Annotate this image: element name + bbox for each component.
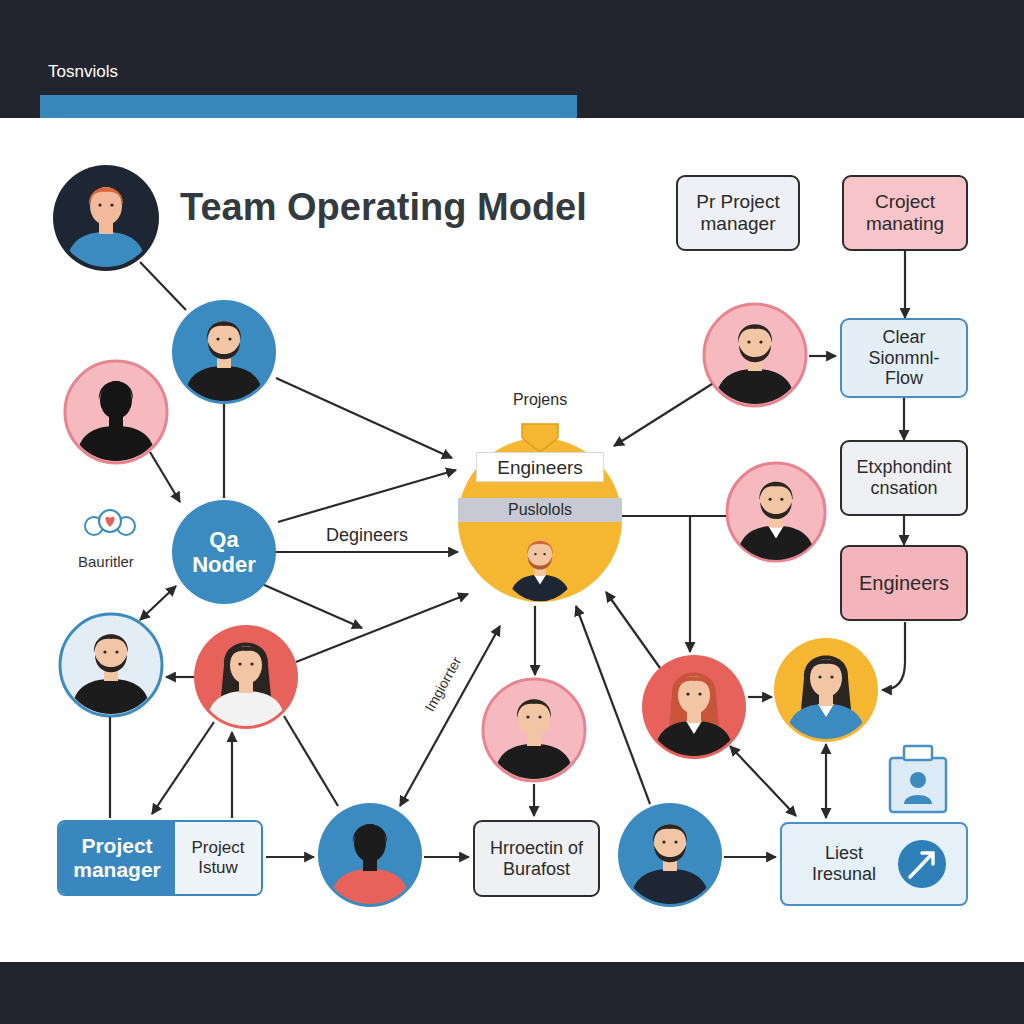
hub-node: ProjensEngineersPuslolols — [458, 420, 622, 616]
hub-label: Projens — [458, 390, 622, 410]
box-label: Etxphondint cnsation — [850, 457, 958, 498]
box-label: Project manager — [65, 834, 169, 882]
connector — [904, 251, 906, 318]
box-label: Clear Sionmnl- Flow — [850, 327, 958, 389]
cloud-icon — [85, 510, 135, 535]
text-label: Tosnviols — [48, 62, 118, 82]
process-box: Project manager Project Istuw — [57, 820, 263, 896]
hub-label: Puslolols — [458, 498, 622, 522]
circle-fill — [172, 500, 276, 604]
box-label: Engineers — [859, 572, 949, 595]
process-box: Etxphondint cnsation — [840, 440, 968, 516]
connector — [276, 551, 458, 553]
process-box: Pr Project manager — [676, 175, 800, 251]
box-label: Pr Project manager — [686, 191, 790, 235]
process-box: Clear Sionmnl- Flow — [840, 318, 968, 398]
circle-label: Qa Noder — [182, 527, 266, 578]
box-label: Croject manating — [852, 191, 958, 235]
process-box: Liest Iresunal — [780, 822, 968, 906]
hub-tab — [522, 424, 558, 452]
connector — [903, 398, 905, 440]
box-label: Hrroectin of Burafost — [483, 838, 590, 879]
connector — [903, 516, 905, 545]
box-label: Project Istuw — [181, 838, 255, 877]
box-label: Liest Iresunal — [796, 843, 892, 884]
box-section-dark: Project manager — [59, 822, 175, 894]
edge-label: Degineers — [323, 525, 411, 546]
text-label: Imgiorrter — [421, 654, 464, 714]
box-section-light: Project Istuw — [175, 822, 261, 894]
diagram-title: Team Operating Model — [180, 186, 587, 230]
process-box: Croject manating — [842, 175, 968, 251]
process-box: Engineers — [840, 545, 968, 621]
circle-node: Qa Noder — [172, 500, 276, 604]
hub-label: Engineers — [476, 452, 604, 482]
badge-icon — [890, 746, 946, 812]
text-label: Bauritler — [78, 553, 134, 570]
process-box: Hrroectin of Burafost — [473, 820, 600, 897]
hub-avatar — [510, 538, 571, 604]
